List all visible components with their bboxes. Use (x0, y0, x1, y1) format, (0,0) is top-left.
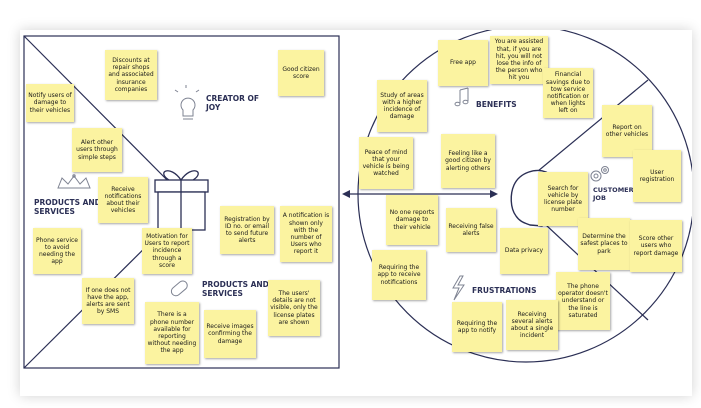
sticky-note: The users' details are not visible, only… (268, 280, 320, 336)
sticky-note: Receive images confirming the damage (204, 310, 256, 358)
sticky-note: If one does not have the app, alerts are… (82, 278, 134, 324)
sticky-note: User registration (633, 150, 681, 202)
music-notes-icon (454, 87, 469, 107)
sticky-note: A notification is shown only with the nu… (280, 206, 332, 262)
benefits-label: BENEFITS (476, 100, 517, 109)
sticky-note: No one reports damage to their vehicle (386, 195, 438, 245)
sticky-note: Search for vehicle by license plate numb… (538, 172, 588, 226)
lightning-icon (452, 275, 465, 301)
lightbulb-icon (174, 85, 200, 120)
sticky-note: Data privacy (500, 228, 548, 274)
sticky-note: Report on other vehicles (602, 105, 652, 157)
sticky-note: Discounts at repair shops and associated… (105, 50, 157, 100)
gears-icon (590, 166, 609, 182)
sticky-note: Receiving several alerts about a single … (506, 300, 558, 350)
sticky-note: Alert other users through simple steps (72, 128, 122, 172)
sticky-note: Requiring the app to notify (452, 302, 502, 352)
crown-icon (57, 174, 91, 189)
sticky-note: Financial savings due to tow service not… (543, 68, 593, 118)
sticky-note: Registration by ID no. or email to send … (220, 206, 274, 254)
sticky-note: Score other users who report damage (630, 220, 682, 272)
frustrations-label: FRUSTRATIONS (472, 286, 537, 295)
sticky-note: Peace of mind that your vehicle is being… (359, 137, 413, 189)
pill-icon (170, 280, 188, 297)
products-services-label-1: PRODUCTS AND SERVICES (34, 198, 101, 216)
sticky-note: Notify users of damage to their vehicles (26, 84, 74, 122)
creator-of-joy-label: CREATOR OF JOY (206, 94, 266, 112)
customer-profile-circle (357, 30, 692, 363)
sticky-note: Receiving false alerts (446, 208, 496, 252)
sticky-note: Free app (438, 40, 488, 86)
sticky-note: Receive notifications about their vehicl… (98, 177, 148, 223)
diagonal-top (23, 35, 182, 195)
sticky-note: Good citizen score (278, 50, 324, 96)
sticky-note: Feeling like a good citizen by alerting … (441, 134, 495, 188)
arrow-left-head (342, 190, 350, 198)
sticky-note: Requiring the app to receive notificatio… (372, 250, 426, 300)
sticky-note: Phone service to avoid needing the app (33, 228, 81, 274)
value-map-square (23, 35, 340, 369)
circle-line-top (531, 79, 649, 177)
sticky-note: Study of areas with a higher incidence o… (377, 80, 427, 132)
sticky-note: Determine the safest places to park (578, 218, 630, 270)
customers-job-label: CUSTOMERS JOB (593, 186, 639, 202)
canvas-board: CREATOR OF JOY PRODUCTS AND SERVICES PRO… (20, 30, 692, 396)
sticky-note: Motivation for Users to report incidence… (142, 228, 192, 274)
arrow-right-head (490, 190, 498, 198)
gift-icon (154, 170, 209, 231)
products-services-label-2: PRODUCTS AND SERVICES (202, 280, 269, 298)
sticky-note: You are assisted that, if you are hit, y… (490, 36, 548, 84)
sticky-note: There is a phone number available for re… (145, 302, 199, 364)
creator-of-joy-text: CREATOR OF JOY (206, 94, 260, 112)
sticky-note: The phone operator doesn't understand or… (556, 272, 610, 330)
